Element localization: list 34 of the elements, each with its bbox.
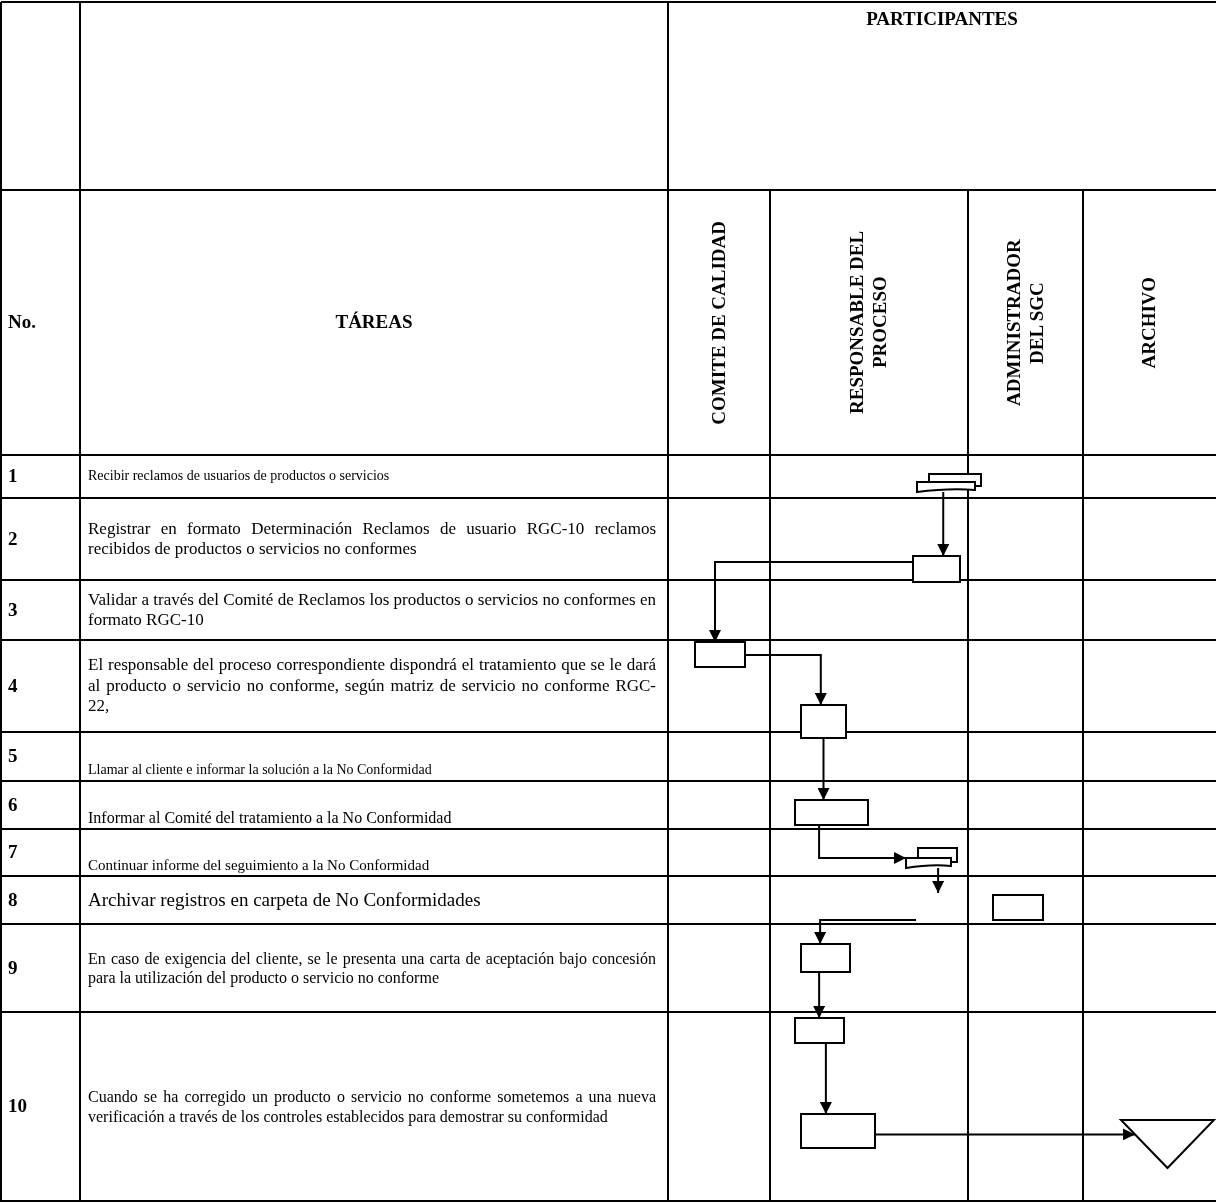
- step-number: 6: [8, 793, 18, 817]
- task-text: Archivar registros en carpeta de No Conformidades: [88, 888, 481, 912]
- lane-header: RESPONSABLE DEL PROCESO: [846, 229, 891, 417]
- arrow: [814, 919, 917, 945]
- task-text: Recibir reclamos de usuarios de productos o servicios: [88, 468, 390, 485]
- step-number: 9: [8, 956, 18, 980]
- task-text: Llamar al cliente e informar la solución a la No Conformidad: [88, 762, 432, 779]
- task-text: El responsable del proceso correspondiente dispondrá el tratamiento que se le dará al producto o servicio no conforme, según matriz de servicio no conforme RGC-22,: [88, 655, 656, 717]
- task-text: En caso de exigencia del cliente, se le presenta una carta de aceptación bajo concesión para la utilización del producto o servicio no conforme: [88, 948, 656, 988]
- lane-header: ARCHIVO: [1138, 276, 1161, 369]
- arrow: [818, 824, 907, 864]
- column-header: PARTICIPANTES: [866, 8, 1018, 31]
- step-number: 3: [8, 598, 18, 622]
- column-header: No.: [8, 311, 36, 334]
- arrow: [937, 491, 950, 557]
- arrow: [817, 737, 830, 801]
- arrow: [813, 971, 826, 1019]
- task-text: Validar a través del Comité de Reclamos los productos o servicios no conformes en formato RGC-10: [88, 589, 656, 631]
- step-number: 1: [8, 465, 18, 488]
- task-text: Continuar informe del seguimiento a la No Conformidad: [88, 856, 430, 874]
- lane-header: COMITE DE CALIDAD: [707, 220, 730, 425]
- step-number: 4: [8, 674, 18, 698]
- column-header: TÁREAS: [335, 311, 413, 334]
- task-text: Informar al Comité del tratamiento a la No Conformidad: [88, 807, 452, 827]
- step-number: 7: [8, 841, 18, 864]
- step-number: 2: [8, 527, 18, 551]
- arrow: [932, 867, 945, 894]
- lane-header: ADMINISTRADOR DEL SGC: [1002, 238, 1048, 408]
- arrow: [819, 1042, 832, 1115]
- task-text: Cuando se ha corregido un producto o servicio no conforme sometemos a una nueva verificación a través de los controles establecidos para demostrar su conformidad: [88, 1087, 656, 1126]
- step-number: 5: [8, 745, 18, 768]
- step-number: 10: [8, 1095, 27, 1118]
- task-text: Registrar en formato Determinación Reclamos de usuario RGC-10 reclamos recibidos de productos o servicios no conformes: [88, 518, 656, 560]
- step-number: 8: [8, 888, 18, 912]
